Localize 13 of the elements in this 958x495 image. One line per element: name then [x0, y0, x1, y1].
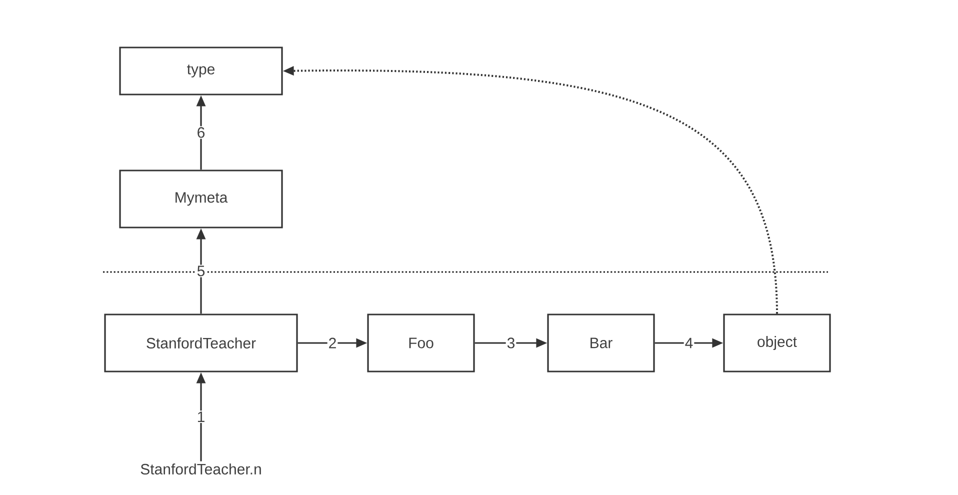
edge-label: 3: [506, 336, 516, 350]
edge-label: 1: [196, 410, 206, 423]
edge-label: 4: [684, 336, 694, 350]
class-label: StanfordTeacher.n: [140, 463, 261, 474]
class-box: Foo: [367, 314, 475, 372]
class-box: StanfordTeacher: [104, 314, 298, 372]
class-box: object: [723, 314, 831, 372]
edge-label: 2: [327, 336, 338, 350]
class-box: Bar: [547, 314, 655, 372]
class-box: Mymeta: [119, 170, 283, 228]
class-box: type: [119, 46, 283, 96]
edge-label: 5: [196, 264, 206, 278]
edge-label: 6: [196, 126, 206, 139]
